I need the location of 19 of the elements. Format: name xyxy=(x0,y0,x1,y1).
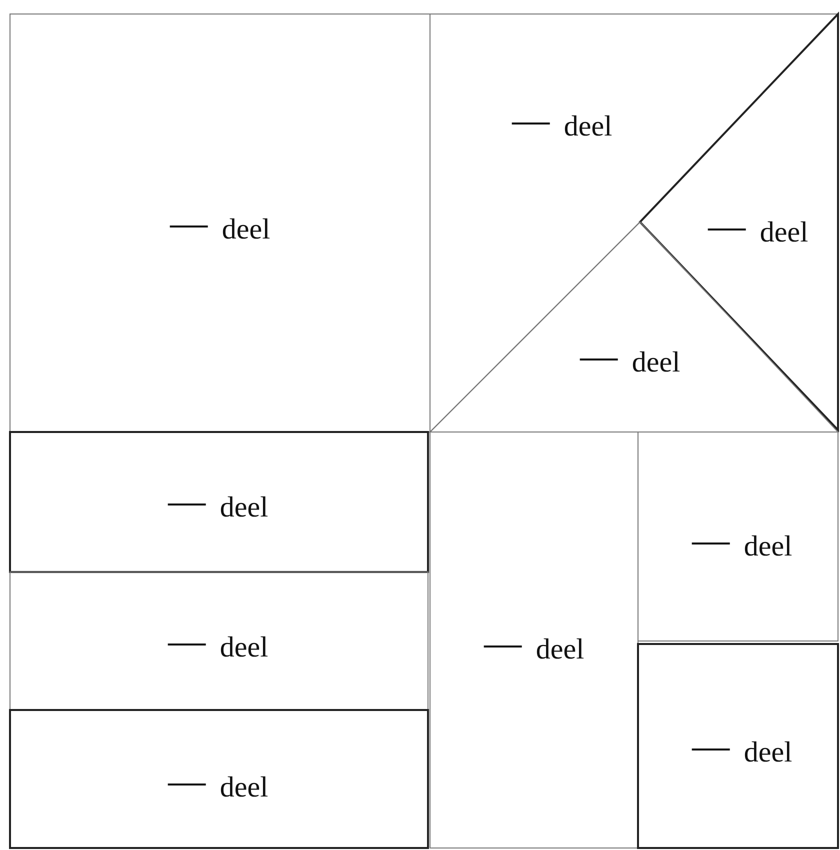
region-shape xyxy=(9,431,429,573)
region-label: deel xyxy=(536,634,584,666)
region-label: deel xyxy=(760,216,808,250)
region-label: deel xyxy=(564,110,612,144)
region-shape xyxy=(9,709,429,849)
region-shape xyxy=(10,14,430,432)
region-shape xyxy=(430,14,840,434)
region-label: deel xyxy=(744,530,792,564)
region-label: deel xyxy=(220,492,268,524)
region-shape xyxy=(430,432,638,848)
region-shape xyxy=(10,572,428,710)
region-shape xyxy=(428,221,840,432)
region-label: deel xyxy=(220,772,268,804)
region-label: deel xyxy=(632,346,680,380)
region-label: deel xyxy=(744,736,792,770)
region-shape xyxy=(638,432,838,642)
region-label: deel xyxy=(222,214,270,246)
region-shape xyxy=(637,643,839,849)
region-label: deel xyxy=(220,632,268,664)
